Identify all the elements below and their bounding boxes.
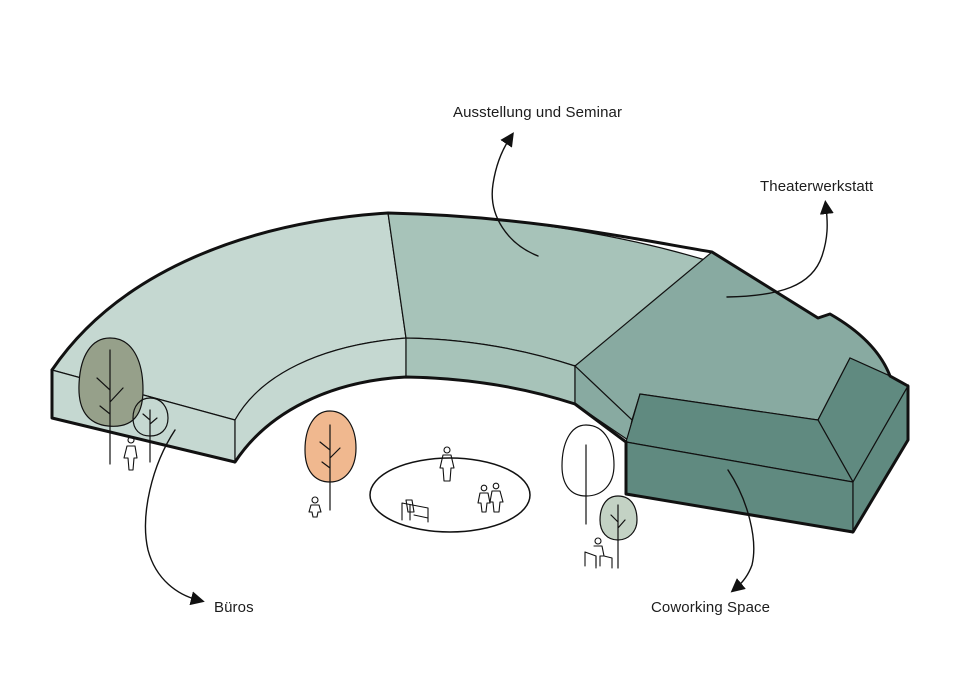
person-figure (123, 436, 138, 471)
bench-with-people (584, 537, 613, 569)
arrow-seminar (491, 132, 539, 257)
tree-olive (78, 337, 144, 465)
tree-sage (599, 495, 638, 569)
person-figure (439, 446, 455, 482)
plaza-ellipse (369, 457, 531, 533)
tree-white-small (132, 397, 169, 463)
arrow-theater (726, 200, 834, 298)
tree-olive-crown (78, 337, 144, 427)
label-coworking-space: Coworking Space (651, 599, 771, 616)
label-ausstellung-seminar: Ausstellung und Seminar (453, 104, 623, 121)
label-theaterwerkstatt: Theaterwerkstatt (760, 178, 874, 195)
couple-figures (477, 482, 504, 513)
building-outline (50, 211, 910, 534)
tree-white-large (561, 424, 615, 525)
arrow-bueros (144, 429, 205, 606)
arrow-coworking (727, 469, 755, 593)
table-with-people (401, 499, 429, 523)
label-bueros: Büros (214, 599, 254, 616)
building-outline-left (50, 368, 628, 464)
tree-orange (304, 410, 357, 511)
child-figure (308, 496, 322, 518)
